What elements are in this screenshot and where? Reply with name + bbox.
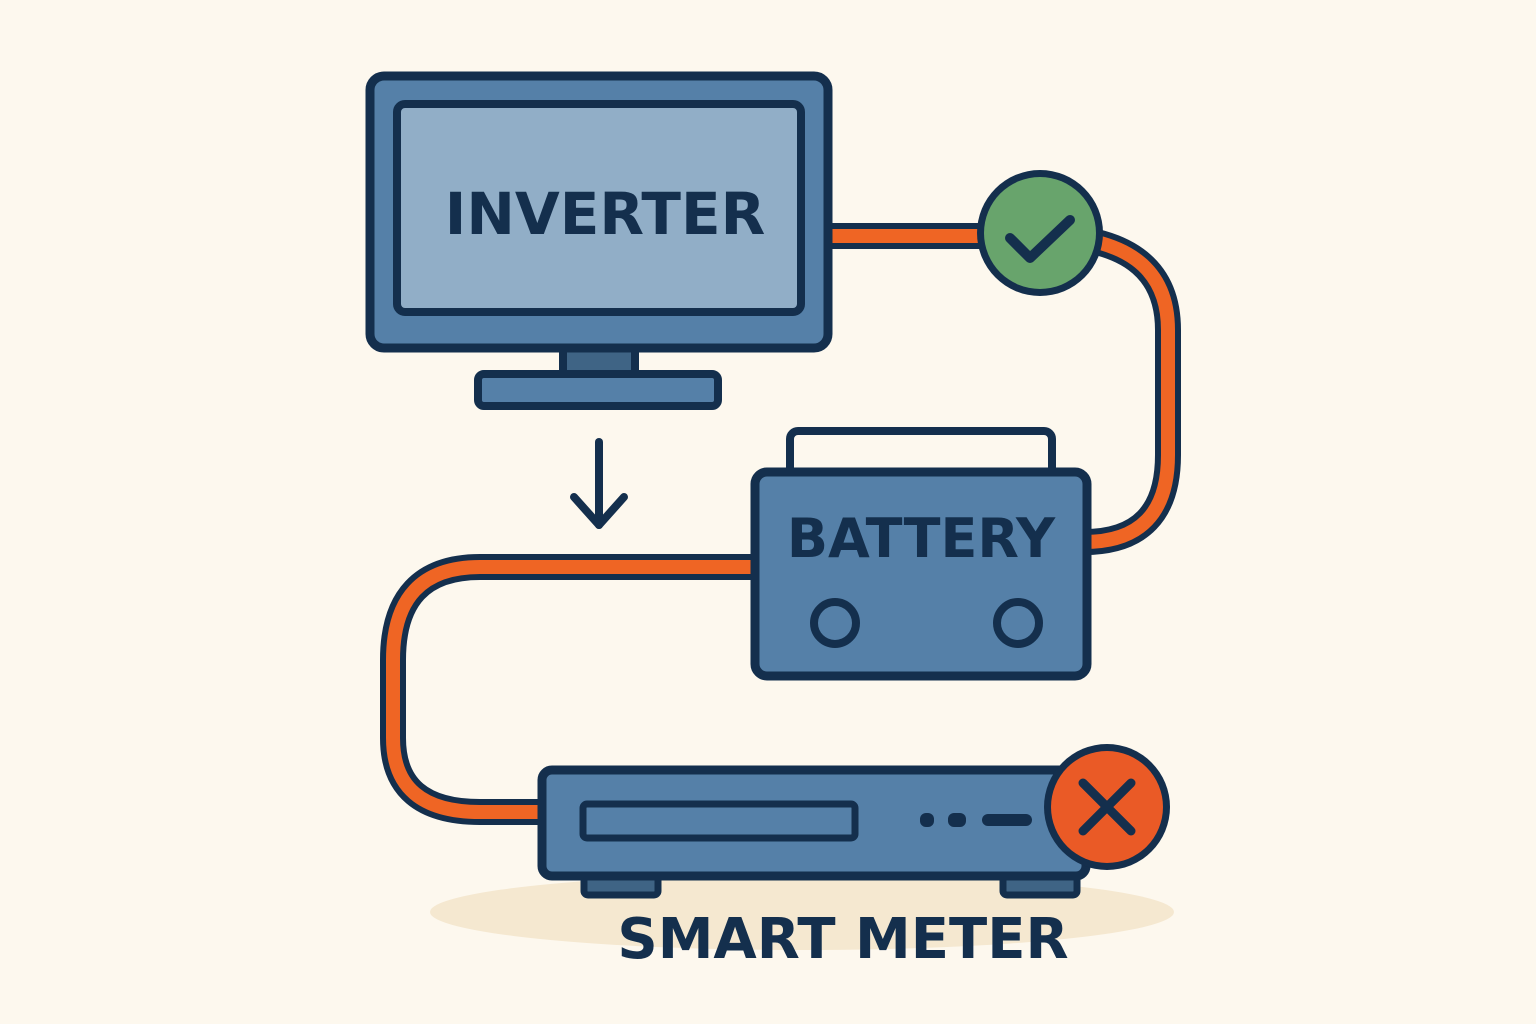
meter-indicator-dot [948,813,966,827]
monitor-icon [365,71,833,410]
battery-node: BATTERY [750,427,1092,681]
cable-battery-meter [380,554,769,825]
battery-terminal-right [993,598,1043,648]
checkmark-icon [1005,215,1075,263]
cross-icon [1078,778,1136,836]
inverter-label: INVERTER [445,180,766,248]
smart-meter-node: SMART METER [537,765,1091,972]
status-badge-error [1044,744,1170,870]
battery-icon [750,427,1092,681]
set-top-box-icon [537,765,1091,899]
smart-meter-label: SMART METER [617,907,1068,972]
battery-terminal-left [810,598,860,648]
arrow-down-icon [570,438,628,529]
meter-indicator-dot [920,813,934,827]
battery-label: BATTERY [787,507,1056,570]
meter-indicator-bar [982,814,1032,826]
status-badge-ok [977,170,1103,296]
meter-display-slot [579,800,859,842]
inverter-node: INVERTER [365,71,833,410]
